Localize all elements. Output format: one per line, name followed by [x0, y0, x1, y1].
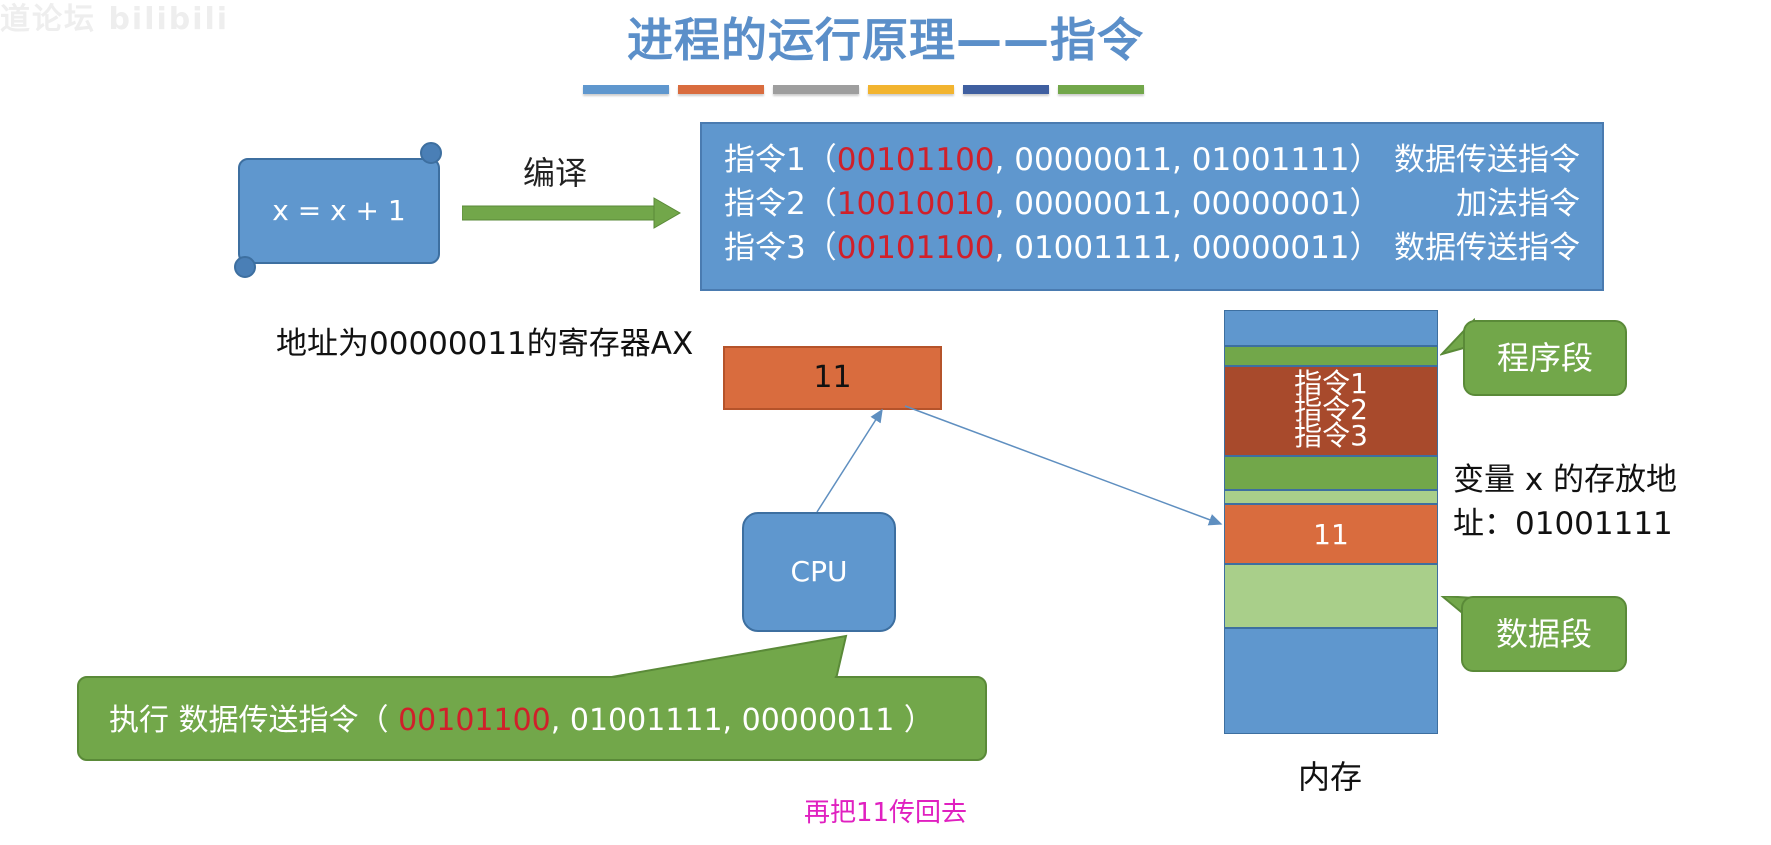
title-bar-1: [583, 85, 669, 94]
memory-instr-label: 指令3: [1294, 419, 1368, 452]
register-value: 11: [813, 360, 852, 395]
cpu-box: CPU: [742, 512, 896, 632]
instruction-opcode: 00101100: [836, 230, 995, 266]
scroll-curl-top: [420, 142, 442, 164]
instruction-prefix: 指令3（: [724, 230, 837, 266]
instruction-row: 指令2（10010010, 00000011, 00000001） 加法指令: [724, 182, 1580, 226]
title-bar-6: [1058, 85, 1144, 94]
cpu-to-register-arrow: [816, 408, 883, 513]
instruction-desc: 数据传送指令: [1394, 142, 1580, 178]
title-bar-2: [678, 85, 764, 94]
title-bar-4: [868, 85, 954, 94]
instruction-operands: , 00000011, 01001111）: [994, 142, 1381, 178]
memory-bottom-block: [1224, 628, 1438, 734]
memory-variable-x: 11: [1224, 504, 1438, 564]
instruction-row: 指令1（00101100, 00000011, 01001111） 数据传送指令: [724, 138, 1580, 182]
memory-instr-label: 指令1: [1294, 367, 1368, 400]
variable-address-label: 变量 x 的存放地 址：01001111: [1453, 458, 1677, 546]
memory-top-block: [1224, 310, 1438, 346]
program-segment-callout: 程序段: [1463, 320, 1627, 396]
source-code-text: x = x + 1: [272, 194, 406, 227]
program-segment-label: 程序段: [1496, 339, 1593, 377]
title-color-bars: [583, 85, 1144, 94]
data-segment-label: 数据段: [1495, 615, 1592, 653]
instruction-box: 指令1（00101100, 00000011, 01001111） 数据传送指令…: [700, 122, 1604, 291]
register-label: 地址为00000011的寄存器AX: [276, 326, 694, 362]
execute-callout-pointer-cover: [603, 639, 844, 680]
watermark: 道论坛 bilibili: [0, 2, 230, 37]
execute-callout: 执行 数据传送指令（ 00101100, 01001111, 00000011 …: [77, 676, 987, 761]
memory-program-bottom: [1224, 456, 1438, 490]
memory-instr-label: 指令2: [1294, 393, 1368, 426]
instruction-desc: 加法指令: [1456, 186, 1580, 222]
data-segment-callout: 数据段: [1461, 596, 1627, 672]
slide-title: 进程的运行原理——指令: [627, 13, 1144, 67]
register-ax-box: 11: [723, 346, 942, 410]
bottom-note: 再把11传回去: [803, 798, 968, 828]
instruction-prefix: 指令1（: [724, 142, 837, 178]
title-bar-5: [963, 85, 1049, 94]
scroll-curl-bottom: [234, 256, 256, 278]
memory-data-top: [1224, 490, 1438, 504]
variable-label-line2: 址：01001111: [1453, 506, 1673, 542]
memory-variable-value: 11: [1313, 518, 1349, 551]
cpu-label: CPU: [790, 555, 848, 588]
execute-operands: , 01001111, 00000011 ）: [550, 703, 934, 738]
compile-arrow: [462, 197, 682, 229]
instruction-operands: , 00000011, 00000001）: [994, 186, 1381, 222]
memory-program-top: [1224, 346, 1438, 366]
source-code-scroll: x = x + 1: [238, 158, 440, 264]
memory-label: 内存: [1298, 758, 1363, 796]
instruction-operands: , 01001111, 00000011）: [994, 230, 1381, 266]
instruction-row: 指令3（00101100, 01001111, 00000011） 数据传送指令: [724, 226, 1580, 270]
register-to-memory-arrow: [904, 405, 1223, 526]
memory-instruction-block: [1224, 366, 1438, 456]
instruction-desc: 数据传送指令: [1394, 230, 1580, 266]
memory-data-bottom: [1224, 564, 1438, 628]
execute-opcode: 00101100: [398, 703, 551, 738]
compile-label: 编译: [523, 154, 588, 192]
title-bar-3: [773, 85, 859, 94]
instruction-prefix: 指令2（: [724, 186, 837, 222]
execute-prefix: 执行 数据传送指令（: [109, 703, 399, 738]
variable-label-line1: 变量 x 的存放地: [1453, 462, 1678, 498]
instruction-opcode: 10010010: [836, 186, 995, 222]
instruction-opcode: 00101100: [836, 142, 995, 178]
memory-column: 11 指令1 指令2 指令3: [1224, 310, 1438, 734]
